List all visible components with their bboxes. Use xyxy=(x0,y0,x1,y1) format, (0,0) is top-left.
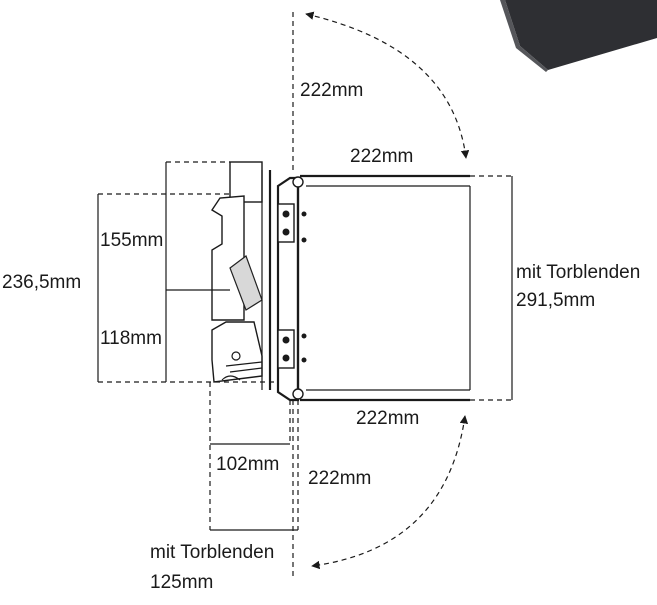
height-with-doors-label-line1: mit Torblenden xyxy=(516,262,640,283)
depth-dimensions xyxy=(209,382,299,531)
upper-lower-height-dimensions xyxy=(165,161,230,382)
depth-with-doors-label-line2: 125mm xyxy=(150,572,213,593)
height-with-doors-label-line2: 291,5mm xyxy=(516,290,595,311)
height-with-doors-dimension xyxy=(470,175,513,401)
front-frame xyxy=(276,176,307,402)
upper-height-label: 155mm xyxy=(100,230,163,251)
housing-corner-photo xyxy=(500,0,657,72)
front-panel xyxy=(300,174,471,402)
panel-bottom-length-label: 222mm xyxy=(356,408,419,429)
bottom-swing-arc xyxy=(311,415,469,570)
panel-top-length-label: 222mm xyxy=(350,146,413,167)
swing-bottom-length-label: 222mm xyxy=(308,468,371,489)
total-height-dimension xyxy=(97,193,278,383)
mount-bracket xyxy=(211,161,272,390)
swing-top-length-label: 222mm xyxy=(300,80,363,101)
lower-height-label: 118mm xyxy=(100,328,162,349)
depth-with-doors-label-line1: mit Torblenden xyxy=(150,542,274,563)
depth-label: 102mm xyxy=(216,454,279,475)
total-height-label: 236,5mm xyxy=(2,272,81,293)
top-swing-arc xyxy=(305,11,470,159)
